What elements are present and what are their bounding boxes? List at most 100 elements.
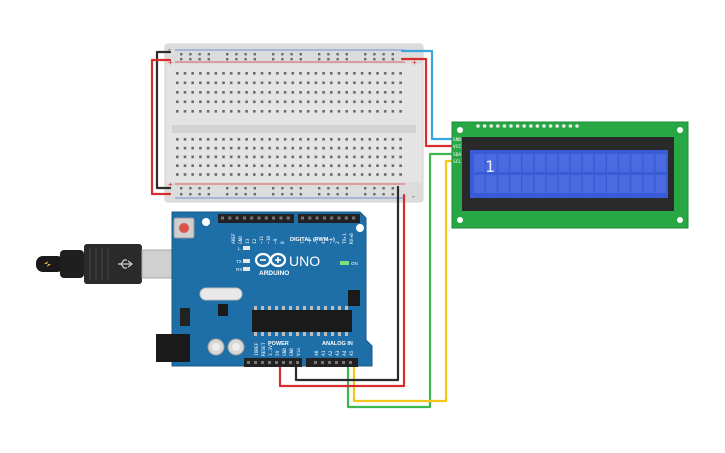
header-pin[interactable] xyxy=(242,216,246,220)
breadboard-hole[interactable] xyxy=(391,91,395,94)
header-pin[interactable] xyxy=(289,361,292,364)
breadboard-hole[interactable] xyxy=(360,138,364,141)
breadboard-hole[interactable] xyxy=(214,155,218,159)
breadboard-hole[interactable] xyxy=(399,138,402,141)
breadboard-hole[interactable] xyxy=(268,72,271,75)
rail-hole[interactable] xyxy=(299,53,302,56)
reset-button-cap[interactable] xyxy=(179,223,189,233)
breadboard-hole[interactable] xyxy=(183,91,187,94)
breadboard-hole[interactable] xyxy=(360,91,364,94)
breadboard-hole[interactable] xyxy=(376,91,379,94)
breadboard-hole[interactable] xyxy=(299,110,302,113)
lcd-i2c-module[interactable]: 1 GND VCC SDA SCL xyxy=(451,121,689,229)
breadboard-hole[interactable] xyxy=(383,72,387,75)
rail-hole[interactable] xyxy=(336,58,339,61)
breadboard-hole[interactable] xyxy=(229,164,233,167)
breadboard-hole[interactable] xyxy=(199,155,202,159)
rail-hole[interactable] xyxy=(318,53,321,56)
breadboard-hole[interactable] xyxy=(276,138,279,141)
breadboard-hole[interactable] xyxy=(214,138,218,141)
rail-hole[interactable] xyxy=(272,58,275,61)
rail-hole[interactable] xyxy=(235,58,238,61)
header-pin[interactable] xyxy=(349,361,352,364)
breadboard-hole[interactable] xyxy=(222,100,225,104)
breadboard-hole[interactable] xyxy=(276,146,279,150)
breadboard-hole[interactable] xyxy=(353,155,356,159)
breadboard-hole[interactable] xyxy=(245,173,248,176)
breadboard-hole[interactable] xyxy=(353,91,356,94)
rail-hole[interactable] xyxy=(327,53,330,56)
rail-hole[interactable] xyxy=(364,193,367,196)
breadboard-hole[interactable] xyxy=(214,81,218,85)
breadboard-hole[interactable] xyxy=(345,91,348,94)
breadboard-hole[interactable] xyxy=(337,146,341,150)
breadboard-hole[interactable] xyxy=(237,91,241,94)
breadboard-hole[interactable] xyxy=(206,146,210,150)
rail-hole[interactable] xyxy=(253,193,256,196)
breadboard-hole[interactable] xyxy=(306,138,310,141)
breadboard-hole[interactable] xyxy=(283,81,287,85)
header-pin[interactable] xyxy=(247,361,250,364)
breadboard-hole[interactable] xyxy=(268,100,271,104)
rail-hole[interactable] xyxy=(382,53,385,56)
rail-hole[interactable] xyxy=(198,187,201,190)
rail-hole[interactable] xyxy=(189,193,192,196)
rail-hole[interactable] xyxy=(373,187,376,190)
breadboard-hole[interactable] xyxy=(206,155,210,159)
rail-hole[interactable] xyxy=(180,53,183,56)
breadboard-hole[interactable] xyxy=(229,138,233,141)
breadboard-hole[interactable] xyxy=(237,72,241,75)
header-pin[interactable] xyxy=(342,361,345,364)
breadboard-hole[interactable] xyxy=(176,100,179,104)
breadboard-hole[interactable] xyxy=(391,100,395,104)
breadboard-hole[interactable] xyxy=(314,138,318,141)
breadboard-hole[interactable] xyxy=(368,138,372,141)
breadboard-hole[interactable] xyxy=(399,100,402,104)
rail-hole[interactable] xyxy=(336,193,339,196)
rail-hole[interactable] xyxy=(391,53,394,56)
breadboard-hole[interactable] xyxy=(268,81,271,85)
breadboard-hole[interactable] xyxy=(214,110,218,113)
breadboard-hole[interactable] xyxy=(253,173,256,176)
breadboard-hole[interactable] xyxy=(306,91,310,94)
arduino-uno-board[interactable]: AREF GND 13 12 ~11 ~10 ~9 8 7 ~6 ~5 4 ~3… xyxy=(156,211,373,367)
breadboard-hole[interactable] xyxy=(283,110,287,113)
breadboard-hole[interactable] xyxy=(376,138,379,141)
header-pin[interactable] xyxy=(344,216,348,220)
rail-hole[interactable] xyxy=(364,58,367,61)
breadboard-hole[interactable] xyxy=(306,72,310,75)
breadboard-hole[interactable] xyxy=(330,138,333,141)
breadboard-hole[interactable] xyxy=(206,164,210,167)
breadboard-hole[interactable] xyxy=(337,72,341,75)
breadboard-hole[interactable] xyxy=(237,146,241,150)
breadboard-hole[interactable] xyxy=(245,164,248,167)
breadboard-hole[interactable] xyxy=(360,81,364,85)
breadboard-hole[interactable] xyxy=(391,164,395,167)
breadboard-hole[interactable] xyxy=(183,173,187,176)
breadboard-hole[interactable] xyxy=(383,81,387,85)
usb-cable[interactable] xyxy=(36,244,173,284)
breadboard-hole[interactable] xyxy=(253,164,256,167)
breadboard-hole[interactable] xyxy=(391,138,395,141)
rail-hole[interactable] xyxy=(336,187,339,190)
breadboard-hole[interactable] xyxy=(191,91,194,94)
breadboard-hole[interactable] xyxy=(199,164,202,167)
breadboard-hole[interactable] xyxy=(360,146,364,150)
breadboard-holes[interactable] xyxy=(176,53,402,196)
breadboard-hole[interactable] xyxy=(229,72,233,75)
breadboard-hole[interactable] xyxy=(268,91,271,94)
breadboard-hole[interactable] xyxy=(191,81,194,85)
breadboard-hole[interactable] xyxy=(368,91,372,94)
breadboard-hole[interactable] xyxy=(368,72,372,75)
breadboard-hole[interactable] xyxy=(183,72,187,75)
breadboard-hole[interactable] xyxy=(330,110,333,113)
breadboard-hole[interactable] xyxy=(253,110,256,113)
wire-yellow-scl[interactable] xyxy=(352,159,456,403)
rail-hole[interactable] xyxy=(189,187,192,190)
rail-hole[interactable] xyxy=(391,187,394,190)
breadboard-hole[interactable] xyxy=(353,110,356,113)
breadboard-hole[interactable] xyxy=(376,100,379,104)
rail-hole[interactable] xyxy=(226,58,229,61)
rail-hole[interactable] xyxy=(235,53,238,56)
rail-hole[interactable] xyxy=(253,58,256,61)
